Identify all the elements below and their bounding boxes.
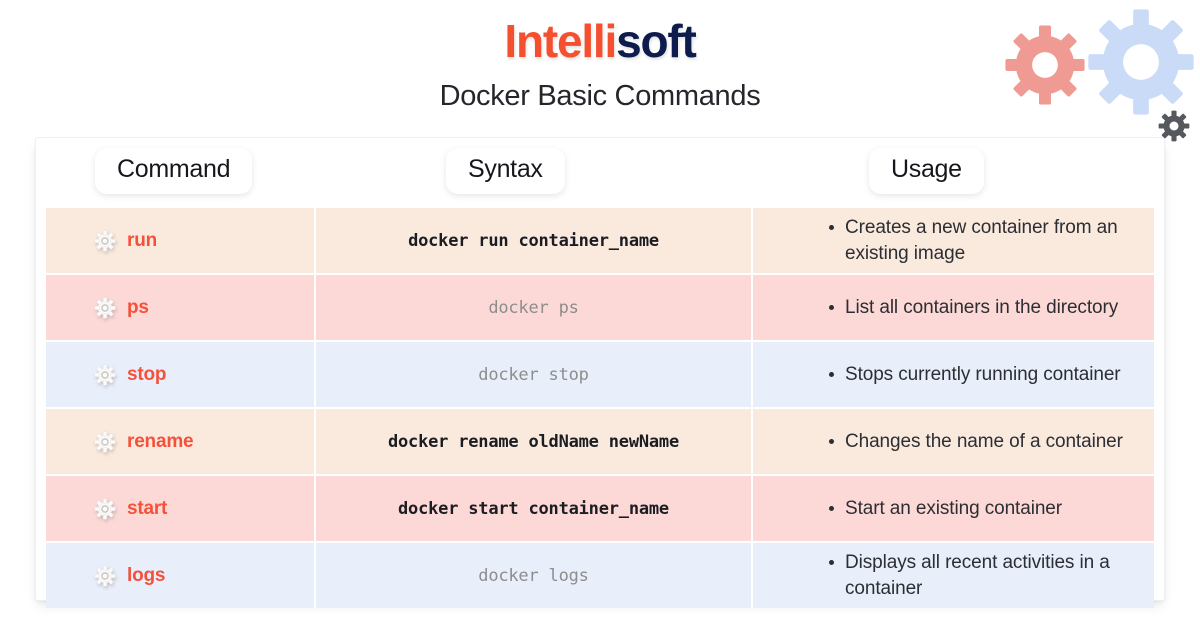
syntax-text: docker stop <box>478 364 589 385</box>
usage-list: Creates a new container from an existing… <box>829 215 1136 265</box>
usage-list: List all containers in the directory <box>828 295 1118 320</box>
cell-command: rename <box>46 409 316 474</box>
cell-command: start <box>46 476 316 541</box>
cell-usage: Changes the name of a container <box>753 409 1154 474</box>
gear-icon <box>94 430 116 453</box>
commands-table-card: Command Syntax Usage <box>35 137 1165 608</box>
cell-usage: Displays all recent activities in a cont… <box>753 543 1154 608</box>
usage-item: Creates a new container from an existing… <box>829 215 1136 265</box>
usage-item: Displays all recent activities in a cont… <box>829 550 1136 600</box>
cell-command: ps <box>46 275 316 340</box>
column-header-usage: Usage <box>869 148 984 194</box>
gear-icon <box>94 564 116 587</box>
usage-list: Displays all recent activities in a cont… <box>829 550 1136 600</box>
gear-icon <box>94 229 116 252</box>
cell-syntax: docker logs <box>316 543 753 608</box>
gear-icon <box>94 363 116 386</box>
column-header-command: Command <box>95 148 253 194</box>
cell-syntax: docker rename oldName newName <box>316 409 753 474</box>
usage-item: List all containers in the directory <box>828 295 1118 320</box>
cell-usage: Start an existing container <box>753 476 1154 541</box>
command-name: logs <box>127 564 166 586</box>
cell-usage: List all containers in the directory <box>753 275 1154 340</box>
cell-syntax: docker start container_name <box>316 476 753 541</box>
table-row-stop: stop docker stop Stops currently running… <box>46 342 1154 409</box>
commands-table-body: run docker run container_name Creates a … <box>46 208 1154 608</box>
cell-syntax: docker stop <box>316 342 753 407</box>
brand-logo-part-2: soft <box>616 15 697 67</box>
brand-logo-part-1: Intelli <box>504 15 617 67</box>
table-row-ps: ps docker ps List all containers in the … <box>46 275 1154 342</box>
usage-item: Changes the name of a container <box>829 429 1123 454</box>
cell-command: logs <box>46 543 316 608</box>
command-name: stop <box>127 363 167 385</box>
usage-list: Stops currently running container <box>829 362 1121 387</box>
usage-item: Stops currently running container <box>829 362 1121 387</box>
syntax-text: docker rename oldName newName <box>387 431 679 452</box>
cell-command: stop <box>46 342 316 407</box>
column-header-syntax: Syntax <box>446 148 565 194</box>
syntax-text: docker ps <box>488 297 579 318</box>
syntax-text: docker logs <box>478 565 589 586</box>
command-name: ps <box>127 296 149 318</box>
command-name: rename <box>127 430 194 452</box>
cell-usage: Stops currently running container <box>753 342 1154 407</box>
brand-logo: Intellisoft <box>0 18 1200 64</box>
gear-icon <box>94 296 116 319</box>
usage-item: Start an existing container <box>829 496 1062 521</box>
usage-list: Start an existing container <box>829 496 1062 521</box>
usage-list: Changes the name of a container <box>829 429 1123 454</box>
gear-icon <box>94 497 116 520</box>
command-name: start <box>127 497 168 519</box>
syntax-text: docker start container_name <box>398 498 669 519</box>
table-header-row: Command Syntax Usage <box>36 138 1164 208</box>
table-row-start: start docker start container_name Start … <box>46 476 1154 543</box>
table-row-logs: logs docker logs Displays all recent act… <box>46 543 1154 608</box>
page-title: Docker Basic Commands <box>439 80 761 112</box>
page-header: Intellisoft Docker Basic Commands <box>0 0 1200 113</box>
syntax-text: docker run container_name <box>408 230 659 251</box>
table-row-run: run docker run container_name Creates a … <box>46 208 1154 275</box>
command-name: run <box>127 229 158 251</box>
cell-usage: Creates a new container from an existing… <box>753 208 1154 273</box>
cell-syntax: docker ps <box>316 275 753 340</box>
cell-syntax: docker run container_name <box>316 208 753 273</box>
cell-command: run <box>46 208 316 273</box>
table-row-rename: rename docker rename oldName newName Cha… <box>46 409 1154 476</box>
